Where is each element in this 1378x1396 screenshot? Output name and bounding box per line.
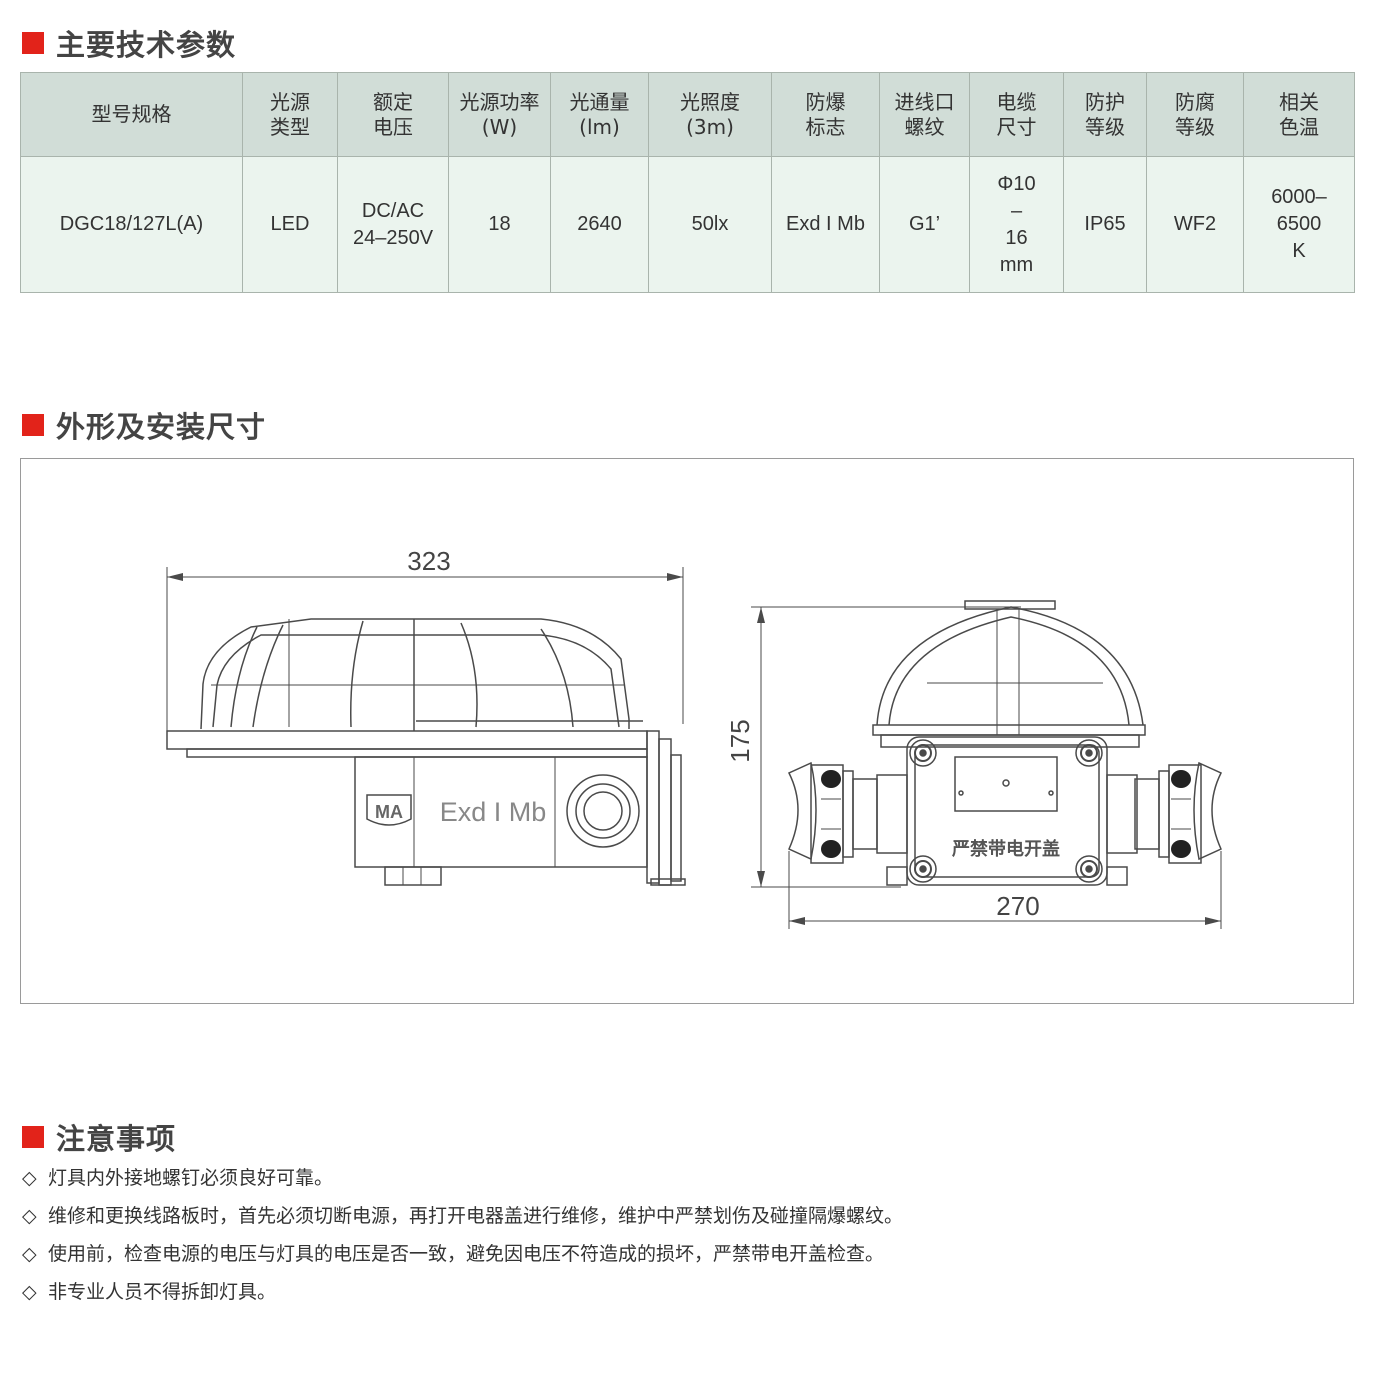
red-square-icon [22,1126,44,1148]
bolt-icon [909,739,1103,883]
diamond-bullet-icon: ◇ [22,1243,37,1265]
table-header-row: 型号规格 光源 类型 额定 电压 光源功率 (W) 光通量 (lm) 光照度 (… [20,72,1355,157]
list-item: ◇ 灯具内外接地螺钉必须良好可靠。 [22,1162,903,1200]
spec-table: 型号规格 光源 类型 额定 电压 光源功率 (W) 光通量 (lm) 光照度 (… [20,72,1355,293]
table-cell: 50lx [648,156,772,293]
table-cell: IP65 [1063,156,1147,293]
spec-section-title: 主要技术参数 [22,22,236,64]
header-cell: 相关 色温 [1243,72,1355,157]
list-item: ◇ 维修和更换线路板时，首先必须切断电源，再打开电器盖进行维修，维护中严禁划伤及… [22,1200,903,1238]
list-item: ◇ 使用前，检查电源的电压与灯具的电压是否一致，避免因电压不符造成的损坏，严禁带… [22,1238,903,1276]
diamond-bullet-icon: ◇ [22,1167,37,1189]
table-cell: LED [242,156,338,293]
table-cell: 2640 [550,156,649,293]
table-cell: Exd I Mb [771,156,880,293]
header-cell: 型号规格 [20,72,243,157]
table-cell: 6000– 6500 K [1243,156,1355,293]
red-square-icon [22,414,44,436]
cover-warning: 严禁带电开盖 [952,838,1060,859]
header-cell: 防腐 等级 [1146,72,1244,157]
height-dimension: 175 [725,719,755,762]
ma-mark: MA [375,802,403,822]
dimension-drawing: 323 MA Exd I Mb [20,458,1354,1004]
table-cell: 18 [448,156,551,293]
header-cell: 进线口 螺纹 [879,72,970,157]
drawing-section-title: 外形及安装尺寸 [22,404,266,446]
width-dimension: 323 [407,546,450,576]
header-cell: 光通量 (lm) [550,72,649,157]
diamond-bullet-icon: ◇ [22,1205,37,1227]
notes-list: ◇ 灯具内外接地螺钉必须良好可靠。 ◇ 维修和更换线路板时，首先必须切断电源，再… [22,1162,903,1314]
table-cell: Φ10 – 16 mm [969,156,1064,293]
header-cell: 光源功率 (W) [448,72,551,157]
header-cell: 光照度 (3m) [648,72,772,157]
diamond-bullet-icon: ◇ [22,1281,37,1303]
table-cell: G1’ [879,156,970,293]
header-cell: 防爆 标志 [771,72,880,157]
table-cell: WF2 [1146,156,1244,293]
table-cell: DC/AC 24–250V [337,156,449,293]
header-cell: 防护 等级 [1063,72,1147,157]
header-cell: 额定 电压 [337,72,449,157]
table-row: DGC18/127L(A) LED DC/AC 24–250V 18 2640 … [20,156,1355,293]
notes-section-title: 注意事项 [22,1116,176,1158]
header-cell: 电缆 尺寸 [969,72,1064,157]
side-view: 323 MA Exd I Mb [166,546,686,886]
table-cell: DGC18/127L(A) [20,156,243,293]
red-square-icon [22,32,44,54]
depth-dimension: 270 [996,891,1039,921]
front-view: 175 严禁带电开盖 [725,600,1223,929]
header-cell: 光源 类型 [242,72,338,157]
list-item: ◇ 非专业人员不得拆卸灯具。 [22,1276,903,1314]
explosion-mark: Exd I Mb [440,797,547,827]
